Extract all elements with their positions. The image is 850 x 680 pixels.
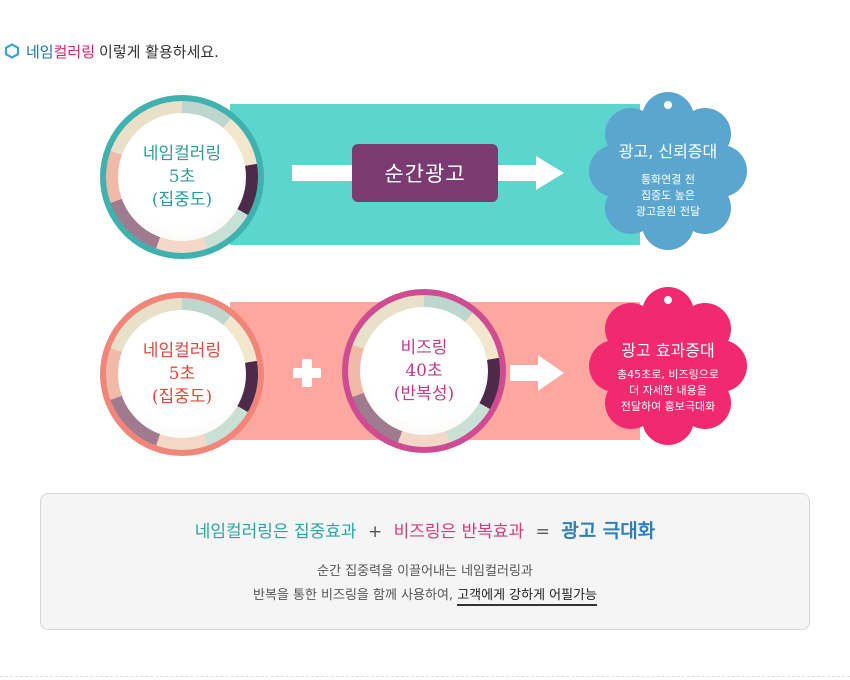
tag-effect-increase: 광고 효과증대 총45초로, 비즈링으로 더 자세한 내용을 전달하여 홍보극대… [583,283,753,449]
hexagon-icon [4,43,20,59]
circle-duration: 40초 [405,360,443,381]
section-heading: 네임 컬러링 이렇게 활용하세요. [4,40,219,62]
namecoloring-circle-row1: 네임컬러링 5초 (집중도) [100,95,264,259]
tag-body-line2: 집중도 높은 [640,189,696,202]
summary-box: 네임컬러링은 집중효과 + 비즈링은 반복효과 = 광고 극대화 순간 집중력을… [40,493,810,630]
tag-trust-increase: 광고, 신뢰증대 통화연결 전 집중도 높은 광고음원 전달 [583,88,753,254]
circle-title: 비즈링 [400,337,448,358]
circle-property: (반복성) [393,383,455,404]
description-emphasis: 고객에게 강하게 어필가능 [457,588,598,606]
description-line2-prefix: 반복을 통한 비즈링을 함께 사용하여, [252,588,454,603]
tag-body-line1: 통화연결 전 [640,173,696,186]
tag-title: 광고, 신뢰증대 [618,142,718,161]
description-line1: 순간 집중력을 이끌어내는 네임컬러링과 [317,564,533,579]
tag-body-line1: 총45초로, 비즈링으로 [617,368,719,381]
cloud-tag-shape [589,92,747,250]
equation-bizring: 비즈링은 반복효과 [393,522,525,542]
tag-body-line3: 전달하여 홍보극대화 [620,400,716,413]
namecoloring-circle-row2: 네임컬러링 5초 (집중도) [100,292,264,456]
tag-title: 광고 효과증대 [621,341,715,360]
circle-title: 네임컬러링 [142,143,222,164]
description-line2: 반복을 통한 비즈링을 함께 사용하여, 고객에게 강하게 어필가능 [41,584,809,608]
heading-brand-coloring: 컬러링 [53,42,96,61]
circle-duration: 5초 [168,363,196,384]
tag-body-line2: 더 자세한 내용을 [629,384,707,397]
cloud-tag-shape [589,287,747,445]
arrow-right-icon [510,355,564,391]
tag-body-line3: 광고음원 전달 [635,205,701,218]
circle-property: (집중도) [151,386,213,407]
heading-text: 이렇게 활용하세요. [99,42,219,61]
instant-ad-badge: 순간광고 [352,144,498,202]
equation-result: 광고 극대화 [561,520,656,542]
circle-title: 네임컬러링 [142,340,222,361]
equation-namecoloring: 네임컬러링은 집중효과 [194,522,357,542]
bizring-circle: 비즈링 40초 (반복성) [342,289,506,453]
circle-property: (집중도) [151,189,213,210]
summary-description: 순간 집중력을 이끌어내는 네임컬러링과 반복을 통한 비즈링을 함께 사용하여… [41,560,809,608]
circle-duration: 5초 [168,166,196,187]
plus-icon [293,359,321,387]
equation-equals: = [535,522,550,542]
bottom-divider [0,676,850,677]
equation-plus: + [367,522,383,542]
heading-brand-name: 네임 [26,42,54,61]
summary-equation: 네임컬러링은 집중효과 + 비즈링은 반복효과 = 광고 극대화 [41,516,809,543]
